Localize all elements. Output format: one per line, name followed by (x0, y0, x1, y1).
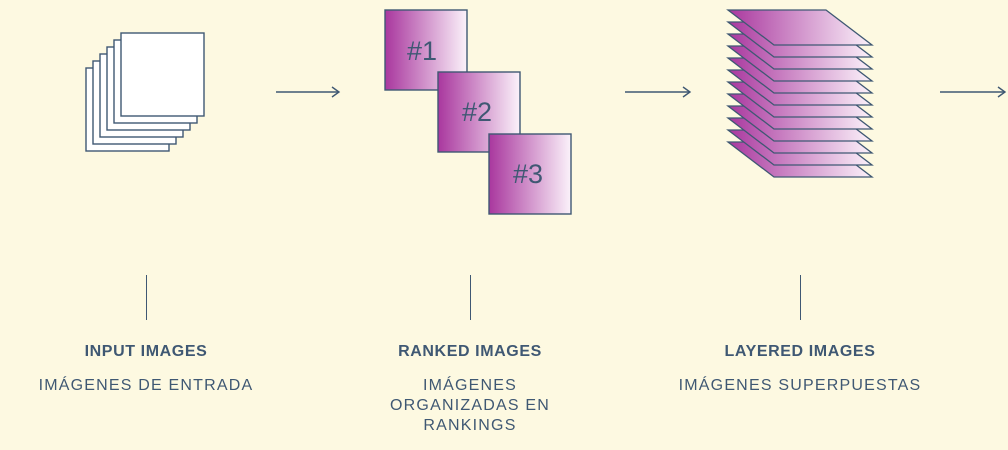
ranked-images-icon: #1 #2 #3 (384, 9, 572, 215)
connector-line (146, 275, 147, 320)
stage-title: LAYERED IMAGES (724, 343, 876, 360)
rank-square-3: #3 (488, 133, 572, 215)
stage-input: INPUT IMAGES IMÁGENES DE ENTRADA (6, 0, 286, 450)
rank-label-3: #3 (513, 159, 543, 189)
stage-title: RANKED IMAGES (398, 343, 542, 360)
stage-title: INPUT IMAGES (84, 343, 208, 360)
arrow-right-icon (276, 86, 341, 98)
stage-subtitle: IMÁGENES ORGANIZADAS EN RANKINGS (390, 377, 550, 434)
input-images-icon (85, 32, 205, 152)
stage-ranked: RANKED IMAGES IMÁGENES ORGANIZADAS EN RA… (330, 0, 610, 450)
rank-label-2: #2 (462, 97, 492, 127)
layered-images-icon (726, 9, 874, 178)
arrow-right-icon (940, 86, 1007, 98)
stage-subtitle: IMÁGENES SUPERPUESTAS (678, 377, 922, 394)
connector-line (800, 275, 801, 320)
layer-plane (726, 9, 874, 46)
rank-label-1: #1 (407, 36, 437, 66)
arrow-right-icon (625, 86, 692, 98)
stage-layered: LAYERED IMAGES IMÁGENES SUPERPUESTAS (660, 0, 940, 450)
stage-subtitle: IMÁGENES DE ENTRADA (38, 377, 254, 394)
connector-line (470, 275, 471, 320)
